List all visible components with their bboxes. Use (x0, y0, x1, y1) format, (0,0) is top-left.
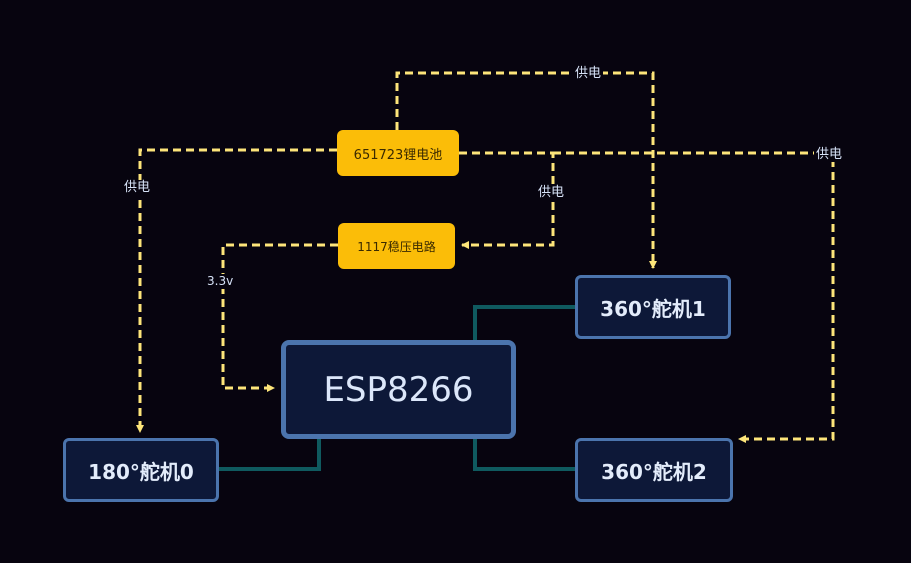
servo-360-2-node[interactable]: 360°舵机2 (575, 438, 733, 502)
signal-links (218, 305, 577, 471)
link-battery-servo0 (136, 148, 337, 433)
link-battery-servo1 (395, 71, 657, 269)
link-regulator-mcu (221, 243, 338, 392)
servo-360-1-node[interactable]: 360°舵机1 (575, 275, 731, 339)
label-supply-right: 供电 (814, 147, 845, 162)
regulator-node[interactable]: 1117稳压电路 (338, 223, 455, 269)
esp8266-node[interactable]: ESP8266 (281, 340, 516, 439)
link-mcu-servo2 (473, 437, 577, 471)
servo-180-node[interactable]: 180°舵机0 (63, 438, 219, 502)
battery-node[interactable]: 651723锂电池 (337, 130, 459, 176)
label-regulator-output: 3.3v (205, 274, 236, 289)
power-links (136, 71, 835, 443)
link-battery-servo2 (553, 151, 835, 443)
label-supply-regulator: 供电 (536, 185, 567, 200)
link-mcu-servo1 (473, 305, 577, 342)
label-supply-top: 供电 (573, 66, 604, 81)
link-battery-regulator (459, 151, 555, 249)
label-supply-left: 供电 (122, 180, 153, 195)
link-mcu-servo0 (218, 437, 321, 471)
